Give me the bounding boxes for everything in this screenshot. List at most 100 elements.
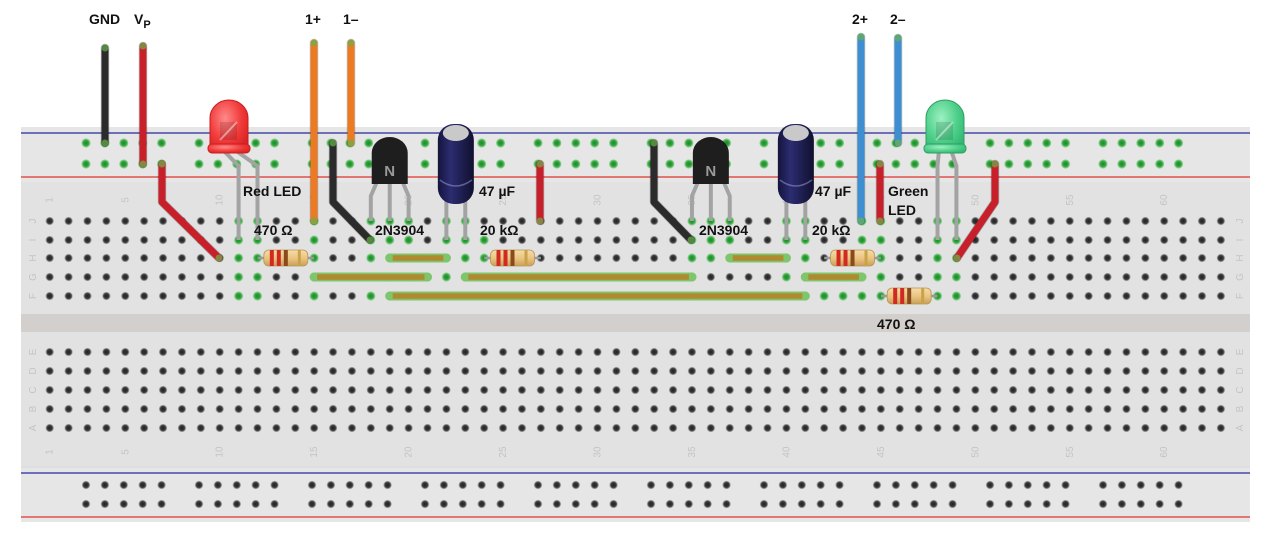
rail-bottom-1-7-2 (910, 499, 920, 509)
hole-J54 (1046, 216, 1056, 226)
hole-I51 (989, 235, 999, 245)
hole-E56 (1084, 347, 1093, 357)
resistor-20k-1-band-tolerance (524, 250, 528, 266)
hole-F10 (215, 291, 225, 301)
wire-vp-to-green-led[interactable] (953, 160, 999, 262)
hole-D36 (706, 366, 716, 376)
resistor-470-1-band-2 (276, 250, 281, 266)
hole-I2 (64, 235, 73, 245)
rail-bottom-1-3-3 (477, 499, 486, 509)
hole-H56 (1084, 253, 1093, 263)
wire-vp-to-red-led[interactable] (158, 160, 223, 262)
rail-top-0-8-2-connected (1023, 138, 1033, 148)
row-letter-G: G (1235, 273, 1246, 281)
hole-D56 (1084, 366, 1093, 376)
hole-D40 (782, 366, 791, 376)
label-res-470-1: 470 Ω (254, 222, 292, 238)
hole-D9 (196, 366, 206, 376)
rail-bottom-0-0-4 (157, 480, 166, 490)
hole-D39 (763, 366, 772, 376)
hole-E51 (989, 347, 999, 357)
hole-C13 (272, 385, 281, 395)
hole-B47 (914, 404, 923, 414)
hole-D61 (1178, 366, 1188, 376)
hole-F44-connected (857, 291, 867, 301)
wire-vp-col27-end-a (536, 160, 544, 168)
hole-G49-connected (951, 272, 962, 282)
hole-C43 (838, 385, 848, 395)
column-number-20: 20 (404, 446, 415, 458)
hole-J16 (328, 216, 338, 226)
hole-J29 (574, 216, 583, 226)
hole-B38 (744, 404, 753, 414)
hole-B63 (1216, 404, 1226, 414)
top-power-rail (21, 127, 1250, 182)
column-number-40: 40 (781, 446, 792, 458)
hole-A41 (801, 423, 810, 433)
resistor-20k-1-band-3 (510, 250, 515, 266)
hole-E61 (1178, 347, 1188, 357)
transistor-q1-leg-3 (399, 179, 411, 221)
hole-I3 (83, 235, 92, 245)
wire-vp-col45-end-b (876, 217, 884, 225)
column-number-60: 60 (1159, 194, 1170, 206)
led-red-leg-2 (233, 148, 260, 240)
rail-bottom-1-4-0 (533, 499, 543, 509)
resistor-20k-1-band-2 (503, 250, 508, 266)
hole-B51 (989, 404, 999, 414)
hole-H1 (45, 253, 54, 263)
hole-B31 (612, 404, 621, 414)
hole-F14 (290, 291, 300, 301)
resistor-20k-2-band-3 (850, 250, 855, 266)
hole-A43 (838, 423, 848, 433)
hole-B29 (574, 404, 583, 414)
rail-top-1-8-1-connected (1004, 159, 1014, 169)
hole-H31 (612, 253, 621, 263)
hole-F55 (1065, 291, 1075, 301)
hole-H41-connected (800, 253, 810, 263)
hole-H33 (649, 253, 659, 263)
led-red[interactable] (209, 99, 249, 153)
hole-C60 (1159, 385, 1169, 395)
hole-I4 (102, 235, 111, 245)
hole-B35 (687, 404, 697, 414)
transistor-q2[interactable] (692, 137, 729, 184)
hole-D4 (102, 366, 111, 376)
wire-q1-emitter-gnd-end-a (329, 139, 337, 147)
hole-A61 (1178, 423, 1188, 433)
wire-q1-emitter-gnd[interactable] (329, 139, 374, 244)
hole-H63 (1216, 253, 1226, 263)
transistor-q1[interactable] (371, 137, 408, 184)
hole-B62 (1197, 404, 1207, 414)
rail-bottom-1-0-4 (157, 499, 166, 509)
hole-C42 (819, 385, 829, 395)
hole-E44 (857, 347, 867, 357)
hole-E40 (782, 347, 791, 357)
wire-q2-emitter-gnd[interactable] (650, 139, 695, 244)
hole-I53 (1027, 235, 1037, 245)
hole-E11 (234, 347, 243, 357)
rail-top-0-7-0-connected (872, 138, 882, 148)
hole-A6 (139, 423, 149, 433)
label-2-minus: 2– (890, 11, 906, 27)
hole-A17 (347, 423, 357, 433)
hole-A15 (309, 423, 319, 433)
led-green[interactable] (925, 99, 965, 153)
hole-F63 (1216, 291, 1226, 301)
hole-H51 (989, 253, 999, 263)
hole-A9 (196, 423, 206, 433)
hole-G12-connected (252, 272, 263, 282)
hole-B30 (593, 404, 602, 414)
hole-E62 (1197, 347, 1207, 357)
hole-A62 (1197, 423, 1207, 433)
bottom-power-rail (21, 466, 1250, 522)
hole-H34 (668, 253, 678, 263)
hole-J33 (649, 216, 659, 226)
hole-I36-connected (706, 235, 716, 245)
rail-top-1-8-4-connected (1060, 159, 1071, 169)
hole-A44 (857, 423, 867, 433)
hole-B32 (630, 404, 640, 414)
breadboard: 1155101015152020252530303535404045455050… (21, 127, 1250, 522)
hole-F58 (1122, 291, 1131, 301)
